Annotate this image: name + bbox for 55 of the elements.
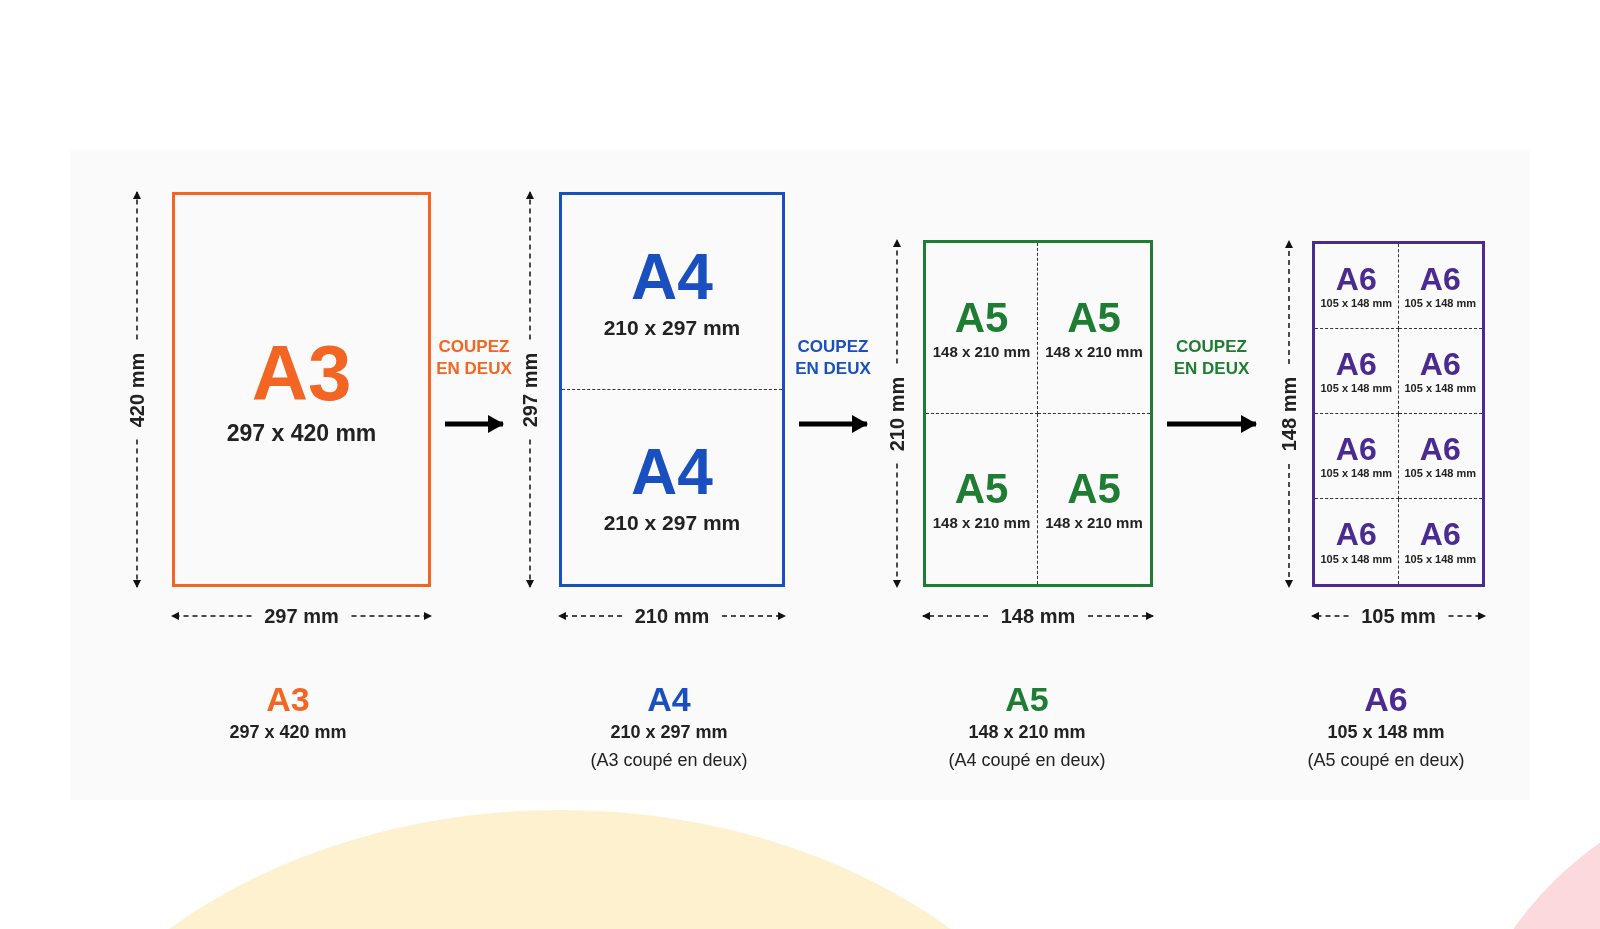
sheet-section [1315,329,1399,414]
caption-heading: A5 [1005,680,1049,719]
size-dimensions: 105 x 148 mm [1404,553,1477,565]
paper-sheet [923,240,1153,587]
size-dimensions: 105 x 148 mm [1320,298,1393,310]
size-dimensions: 105 x 148 mm [1404,468,1477,480]
size-dimensions: 105 x 148 mm [1320,553,1393,565]
size-dimensions: 105 x 148 mm [1404,298,1477,310]
size-dimensions: 210 x 297 mm [603,512,741,534]
edge-label: COUPEZ EN DEUX [1172,336,1251,381]
paper-sheet [559,192,785,587]
size-dimensions: 297 x 420 mm [226,421,377,445]
size-heading: A5 [954,467,1009,510]
caption-note: (A5 coupé en deux) [1307,750,1465,771]
arrow [1167,415,1257,433]
size-heading: A6 [1335,262,1377,295]
arrow [799,415,868,433]
paper-sheet [172,192,431,587]
caption-dimensions: 297 x 420 mm [229,722,347,743]
size-dimensions: 148 x 210 mm [1045,514,1143,530]
size-heading: A6 [1335,518,1377,551]
edge-label: COUPEZ EN DEUX [794,336,872,381]
size-heading: A6 [1419,262,1461,295]
size-heading: A6 [1419,432,1461,465]
arrow [445,415,504,433]
size-heading: A6 [1419,518,1461,551]
caption-note: (A4 coupé en deux) [948,750,1106,771]
size-heading: A5 [1067,467,1121,510]
size-heading: A4 [631,245,713,310]
sheet-section [1315,244,1399,329]
edge-label: COUPEZ EN DEUX [435,336,513,381]
paper-sheet [1312,241,1485,587]
size-heading: A5 [954,296,1009,339]
caption-heading: A3 [266,680,310,719]
caption-dimensions: 148 x 210 mm [968,722,1086,743]
size-dimensions: 148 x 210 mm [932,514,1031,530]
caption-heading: A6 [1364,680,1408,719]
size-dimensions: 148 x 210 mm [932,343,1031,359]
size-heading: A6 [1419,347,1461,380]
sheet-section [1315,414,1399,499]
size-dimensions: 105 x 148 mm [1320,468,1393,480]
size-dimensions: 210 x 297 mm [603,317,741,339]
size-heading: A5 [1067,296,1121,339]
size-dimensions: 105 x 148 mm [1404,383,1477,395]
size-heading: A6 [1335,347,1377,380]
caption-heading: A4 [647,680,691,719]
caption-dimensions: 105 x 148 mm [1327,722,1445,743]
size-heading: A3 [251,334,352,413]
size-dimensions: 148 x 210 mm [1045,343,1143,359]
caption-dimensions: 210 x 297 mm [610,722,728,743]
size-heading: A6 [1335,432,1377,465]
size-dimensions: 105 x 148 mm [1320,383,1393,395]
caption-note: (A3 coupé en deux) [590,750,748,771]
sheet-section [926,243,1038,414]
size-heading: A4 [631,440,713,505]
